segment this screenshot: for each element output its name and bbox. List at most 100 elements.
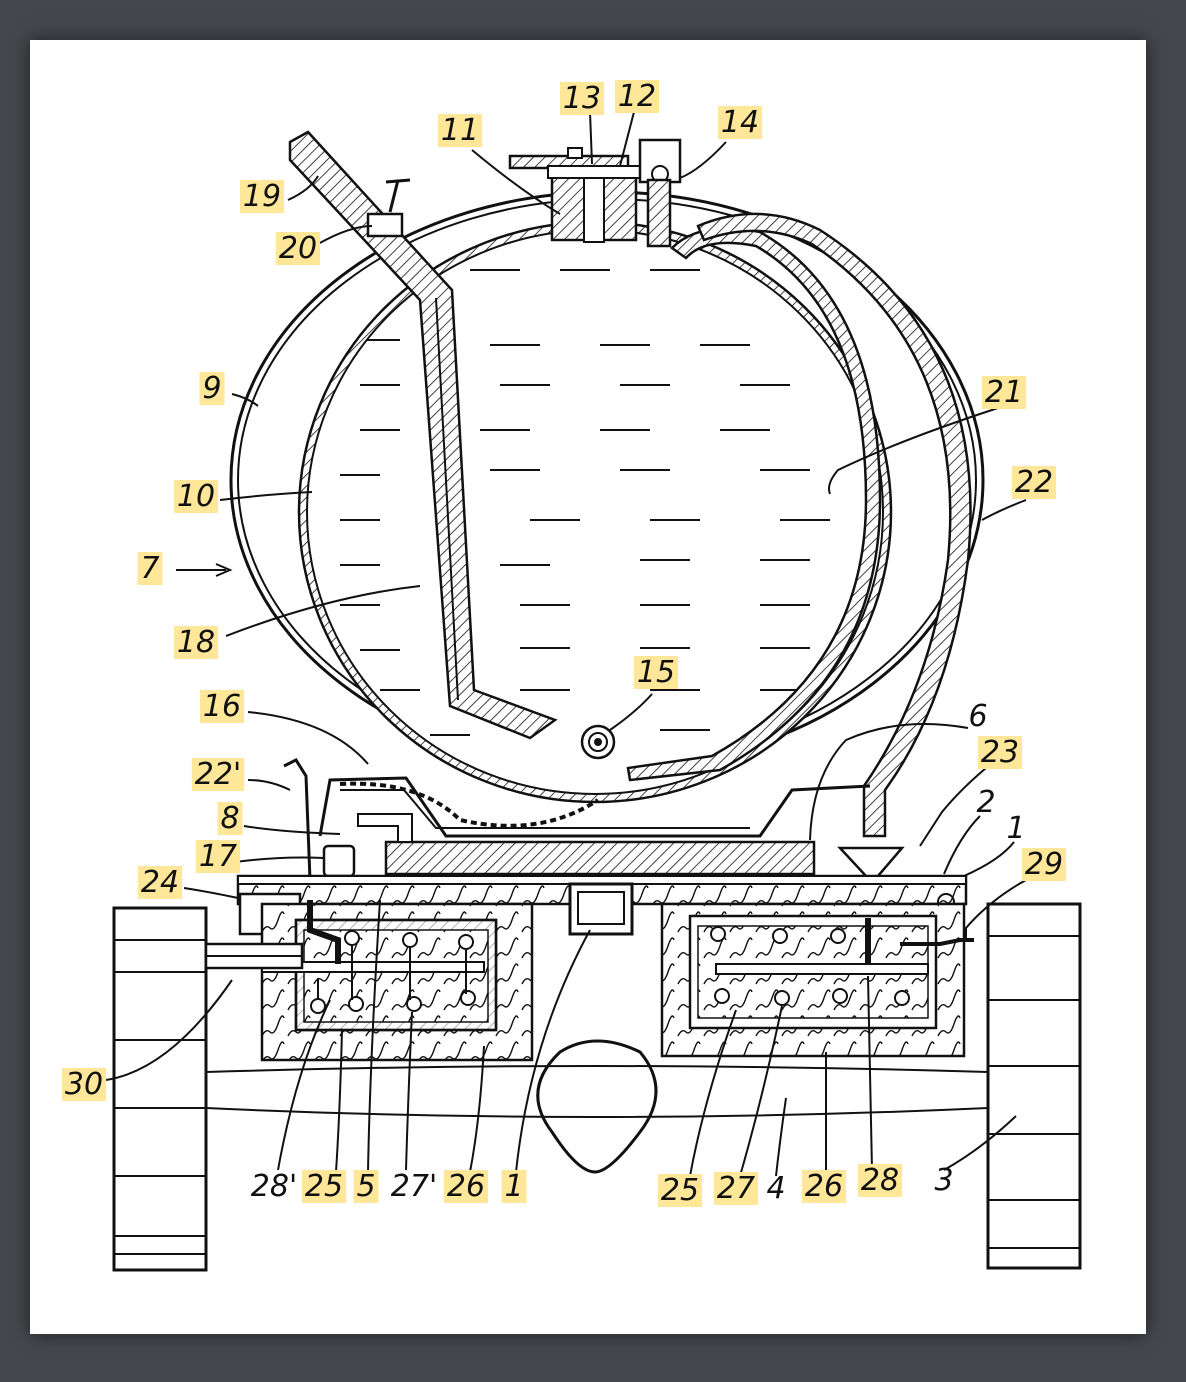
ref-label-text: 1 xyxy=(504,1169,523,1204)
ref-label-text: 19 xyxy=(243,179,281,214)
valve-20 xyxy=(366,178,411,238)
pipe-22 xyxy=(696,212,972,838)
ref-label-l15: 15 xyxy=(633,655,679,690)
ref-label-l17: 17 xyxy=(195,839,241,874)
ref-label-text: 7 xyxy=(140,551,159,586)
ref-label-text: 14 xyxy=(721,105,759,140)
label-highlight xyxy=(353,1170,379,1203)
ref-label-l27p: 27' xyxy=(391,1169,437,1204)
ref-label-text: 20 xyxy=(279,231,317,266)
label-highlight xyxy=(137,552,163,585)
right-box xyxy=(660,902,966,1058)
axle xyxy=(205,1039,989,1174)
ref-label-l4: 4 xyxy=(766,1171,785,1206)
ref-label-text: 25 xyxy=(305,1169,343,1204)
ref-label-l28: 28 xyxy=(857,1163,903,1198)
support-cradle xyxy=(318,776,871,876)
ref-label-l26b: 26 xyxy=(801,1169,847,1204)
ref-label-l5: 5 xyxy=(353,1169,379,1204)
ref-label-text: 10 xyxy=(177,479,215,514)
ref-label-text: 23 xyxy=(981,735,1019,770)
label-highlight xyxy=(801,1170,847,1203)
ref-label-text: 12 xyxy=(618,79,656,114)
label-highlight xyxy=(857,1164,903,1197)
ref-label-l22: 22 xyxy=(1011,465,1057,500)
ref-label-l9: 9 xyxy=(199,371,225,406)
leader-lines xyxy=(105,111,1027,1177)
ref-label-l28p: 28' xyxy=(251,1169,297,1204)
ref-label-text: 8 xyxy=(220,801,239,836)
label-highlight xyxy=(173,626,219,659)
pipe-18 xyxy=(288,130,558,740)
label-highlight xyxy=(217,802,243,835)
ref-label-l10: 10 xyxy=(173,479,219,514)
ref-label-text: 18 xyxy=(177,625,215,660)
ref-label-text: 22 xyxy=(1015,465,1053,500)
ref-label-l21: 21 xyxy=(981,375,1027,410)
left-wheel xyxy=(112,906,208,1272)
ref-label-text: 28' xyxy=(251,1169,297,1204)
ref-label-l23: 23 xyxy=(977,735,1023,770)
ref-label-l12: 12 xyxy=(614,79,660,114)
ref-label-text: 3 xyxy=(934,1163,953,1198)
ref-label-text: 24 xyxy=(141,865,179,900)
ref-label-l30: 30 xyxy=(61,1067,107,1102)
ref-label-l8: 8 xyxy=(217,801,243,836)
ref-label-text: 22' xyxy=(195,757,241,792)
ref-label-text: 30 xyxy=(65,1067,103,1102)
label-highlight xyxy=(633,656,679,689)
label-highlight xyxy=(717,106,763,139)
label-highlight xyxy=(1021,848,1067,881)
ref-label-l29: 29 xyxy=(1021,847,1067,882)
ref-label-l25b: 25 xyxy=(657,1173,703,1208)
ref-label-l1b: 1 xyxy=(501,1169,527,1204)
ref-label-text: 29 xyxy=(1025,847,1063,882)
ref-label-text: 21 xyxy=(985,375,1023,410)
liquid-lines xyxy=(340,269,830,736)
label-highlight xyxy=(275,232,321,265)
ref-label-text: 1 xyxy=(1006,811,1025,846)
pipe-22-prime xyxy=(283,758,356,881)
label-highlight xyxy=(713,1172,759,1205)
ref-label-l3: 3 xyxy=(934,1163,953,1198)
ref-label-l19: 19 xyxy=(239,179,285,214)
pipe-21 xyxy=(626,227,882,782)
ref-label-text: 4 xyxy=(766,1171,785,1206)
ref-label-text: 9 xyxy=(202,371,221,406)
ref-label-text: 2 xyxy=(976,785,995,820)
ref-label-text: 11 xyxy=(441,113,479,148)
ref-label-text: 17 xyxy=(199,839,237,874)
label-highlight xyxy=(1011,466,1057,499)
label-highlight xyxy=(239,180,285,213)
chain-16 xyxy=(339,781,600,828)
label-highlight xyxy=(657,1174,703,1207)
ref-label-l6: 6 xyxy=(968,699,987,734)
label-highlight xyxy=(559,82,605,115)
ref-label-l13: 13 xyxy=(559,81,605,116)
ref-label-text: 6 xyxy=(968,699,987,734)
label-highlight xyxy=(199,372,225,405)
ref-label-l1r: 1 xyxy=(1006,811,1025,846)
label-highlight xyxy=(61,1068,107,1101)
top-fittings xyxy=(508,138,682,248)
ref-label-text: 26 xyxy=(805,1169,843,1204)
ref-label-l24: 24 xyxy=(137,865,183,900)
ref-label-text: 27 xyxy=(717,1171,755,1206)
ref-label-text: 15 xyxy=(637,655,675,690)
ref-label-text: 28 xyxy=(861,1163,899,1198)
ref-label-l20: 20 xyxy=(275,231,321,266)
ref-label-l2: 2 xyxy=(976,785,995,820)
left-box xyxy=(260,902,534,1062)
ref-label-text: 13 xyxy=(563,81,601,116)
ref-label-text: 16 xyxy=(203,689,241,724)
label-highlight xyxy=(301,1170,347,1203)
label-highlight xyxy=(191,758,245,791)
label-highlight xyxy=(437,114,483,147)
tank-inner-vessel xyxy=(297,220,893,804)
ref-label-text: 5 xyxy=(356,1169,375,1204)
heater-tubes xyxy=(261,900,929,1014)
ref-label-l25a: 25 xyxy=(301,1169,347,1204)
right-wheel xyxy=(986,902,1082,1270)
ref-label-l7: 7 xyxy=(137,551,163,586)
label-highlight xyxy=(977,736,1023,769)
